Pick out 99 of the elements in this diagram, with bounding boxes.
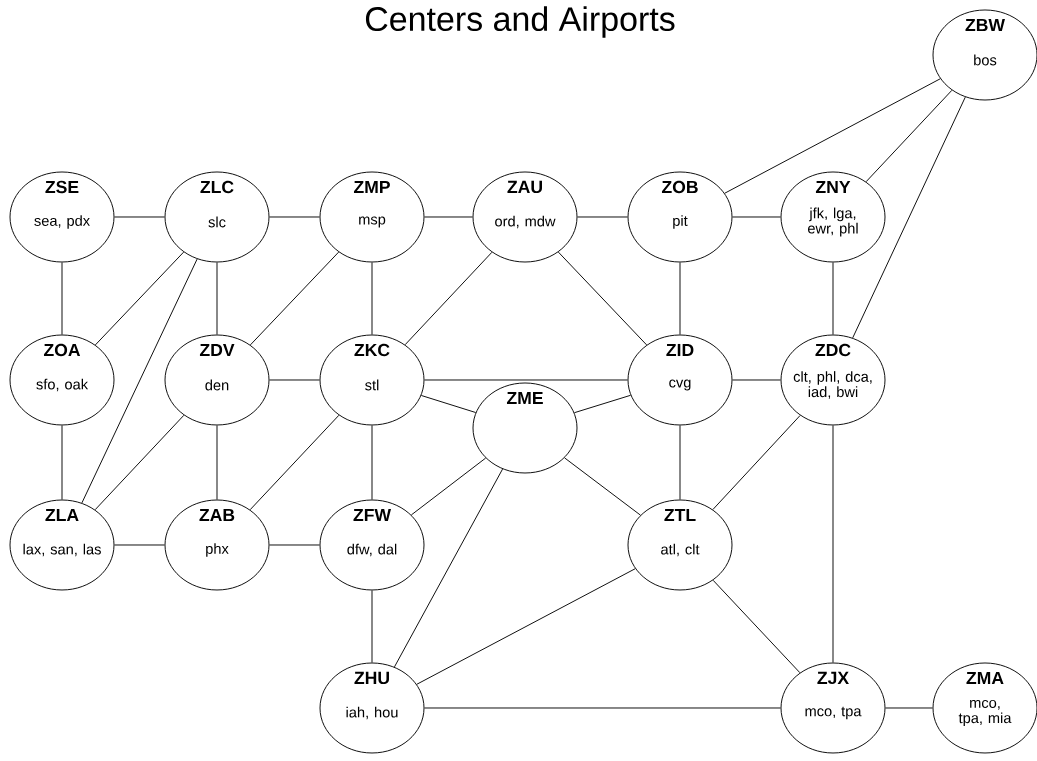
- connector-line: [732, 379, 781, 381]
- node-heading: ZHU: [354, 671, 389, 685]
- connector-line: [216, 425, 218, 500]
- connector-line: [712, 414, 801, 511]
- connector-line: [94, 251, 185, 346]
- connector-line: [404, 251, 493, 346]
- title: Centers and Airports: [365, 6, 675, 38]
- connector-line: [81, 258, 198, 504]
- node-text: atl, clt: [661, 543, 700, 557]
- connector-line: [269, 379, 320, 381]
- node-heading: ZMA: [966, 671, 1004, 685]
- node-text: sea, pdx: [34, 215, 90, 229]
- connector-line: [424, 216, 473, 218]
- connector-line: [832, 425, 834, 663]
- connector-line: [249, 251, 340, 346]
- connector-line: [216, 262, 218, 335]
- connector-line: [577, 216, 628, 218]
- circle-node: [627, 171, 733, 263]
- connector-line: [564, 457, 641, 516]
- node-text: phx: [206, 543, 229, 557]
- connector-line: [852, 96, 966, 339]
- circle-node: [319, 662, 425, 754]
- node-text: iah, hou: [346, 706, 398, 720]
- circle-node: [780, 171, 886, 263]
- circle-node: [780, 662, 886, 754]
- node-heading: ZFW: [353, 508, 391, 522]
- node-heading: ZBW: [965, 18, 1005, 32]
- node-text: mco, tpa, mia: [958, 699, 1012, 727]
- node-text: ord, mdw: [495, 215, 556, 229]
- circle-node: [627, 499, 733, 591]
- node-heading: ZDC: [815, 343, 851, 357]
- circle-node: [627, 334, 733, 426]
- connector-line: [573, 394, 632, 414]
- node-heading: ZTL: [664, 508, 696, 522]
- node-heading: ZJX: [817, 671, 849, 685]
- circle-node: [164, 334, 270, 426]
- node-heading: ZMP: [353, 180, 390, 194]
- circle-node: [472, 382, 578, 474]
- connector-line: [424, 379, 628, 381]
- connector-line: [94, 414, 185, 511]
- node-heading: ZOA: [44, 343, 81, 357]
- connector-line: [61, 262, 63, 335]
- circle-node: [164, 499, 270, 591]
- node-heading: ZKC: [354, 343, 390, 357]
- connector-line: [679, 425, 681, 500]
- circle-node: [472, 171, 578, 263]
- circle-node: [9, 334, 115, 426]
- node-heading: ZNY: [815, 180, 851, 194]
- connector-line: [424, 707, 781, 709]
- node-text: sfo, oak: [36, 378, 89, 392]
- connector-line: [732, 216, 781, 218]
- connector-line: [416, 568, 636, 685]
- node-heading: ZAB: [199, 508, 235, 522]
- connector-line: [394, 468, 504, 668]
- connector-line: [269, 216, 320, 218]
- connector-line: [832, 262, 834, 335]
- node-heading: ZAU: [507, 180, 542, 194]
- circle-node: [9, 499, 115, 591]
- connector-line: [249, 414, 340, 511]
- connector-line: [410, 457, 487, 516]
- node-text: cvg: [669, 379, 691, 391]
- node-text: mco, tpa: [805, 706, 862, 720]
- node-heading: ZSE: [45, 180, 79, 194]
- connector-line: [114, 544, 165, 546]
- connector-line: [724, 78, 941, 194]
- circle-node: [164, 171, 270, 263]
- node-heading: ZLC: [200, 180, 234, 194]
- circle-node: [319, 499, 425, 591]
- connector-line: [679, 262, 681, 335]
- node-text: den: [205, 379, 229, 391]
- circle-node: [319, 171, 425, 263]
- connector-line: [371, 590, 373, 663]
- node-text: bos: [974, 54, 997, 66]
- node-text: msp: [359, 216, 386, 228]
- circle-node: [319, 334, 425, 426]
- node-heading: ZME: [506, 391, 543, 405]
- connector-line: [885, 707, 933, 709]
- node-text: jfk, lga, ewr, phl: [808, 207, 858, 237]
- circle-node: [9, 171, 115, 263]
- node-heading: ZLA: [45, 508, 79, 522]
- node-text: pit: [673, 215, 688, 229]
- node-text: stl: [365, 379, 379, 391]
- connector-line: [269, 544, 320, 546]
- connector-line: [371, 262, 373, 335]
- connector-line: [865, 89, 953, 183]
- node-text: clt, phl, dca, iad, bwi: [793, 371, 872, 399]
- node-text: lax, san, las: [23, 543, 101, 557]
- node-text: dfw, dal: [347, 543, 397, 557]
- node-heading: ZOB: [661, 180, 698, 194]
- connector-line: [420, 395, 477, 413]
- connector-line: [557, 251, 648, 346]
- node-text: slc: [208, 216, 226, 228]
- circle-node: [780, 334, 886, 426]
- connector-line: [371, 425, 373, 500]
- connector-line: [61, 425, 63, 500]
- node-heading: ZID: [666, 343, 694, 357]
- node-heading: ZDV: [199, 343, 235, 357]
- connector-line: [712, 579, 801, 674]
- connector-line: [114, 216, 165, 218]
